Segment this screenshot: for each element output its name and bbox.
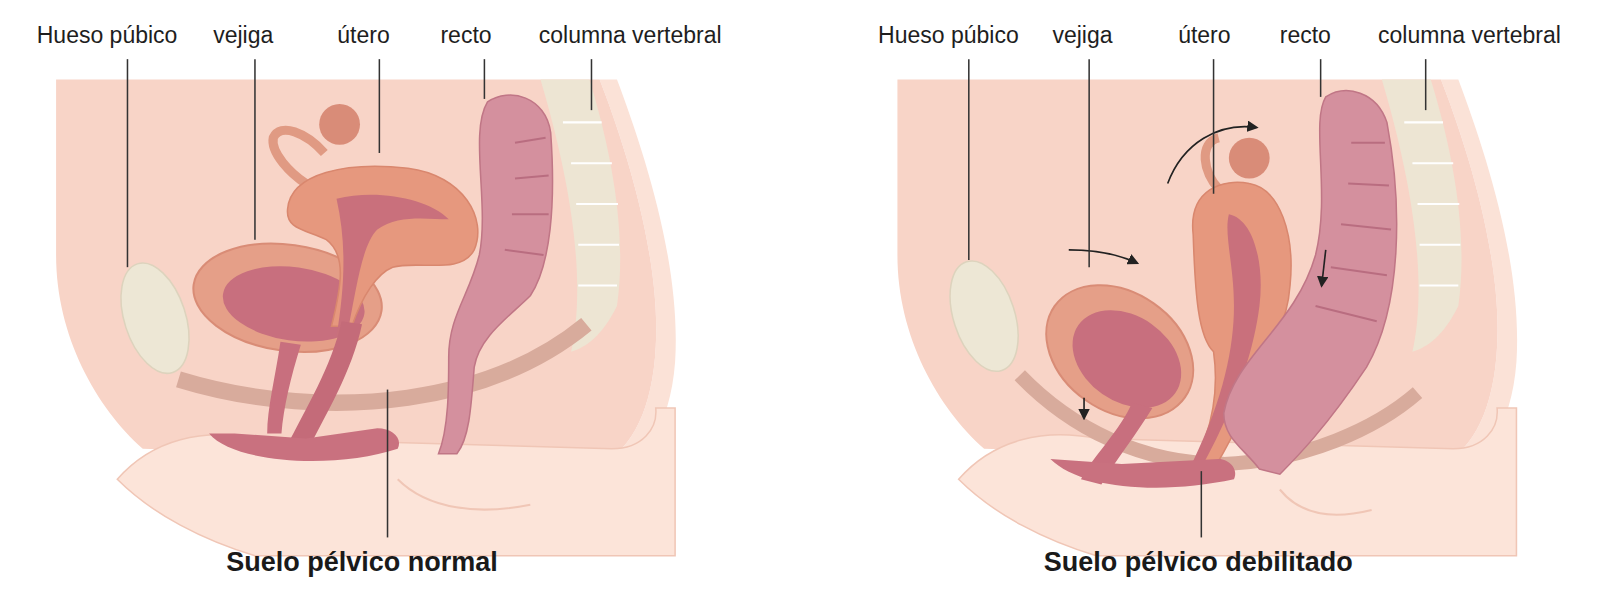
uterus-right — [1229, 138, 1270, 179]
caption-label: Suelo pélvico debilitado — [1044, 547, 1353, 578]
part-label: columna vertebral — [1378, 22, 1561, 48]
movement-arrow — [1069, 127, 1326, 418]
rectum-left — [439, 95, 553, 454]
caption-label: Suelo pélvico normal — [226, 547, 498, 578]
part-label: útero — [337, 22, 389, 48]
leader-line — [484, 59, 486, 99]
leader-line — [379, 59, 381, 153]
pubic-bone-left — [108, 254, 201, 382]
part-label: recto — [440, 22, 491, 48]
body-left — [398, 479, 531, 509]
uterus-left — [209, 428, 399, 461]
bladder-right — [1054, 290, 1200, 428]
rectum-left — [505, 138, 549, 255]
body-left — [56, 80, 676, 556]
uterus-left — [209, 104, 478, 461]
leader-line — [591, 59, 593, 110]
leader-line — [127, 59, 129, 267]
body-right — [1280, 490, 1372, 515]
uterus-right — [1050, 459, 1235, 488]
uterus-right — [1205, 138, 1218, 189]
rectum-right — [1224, 91, 1397, 474]
leader-line — [1425, 59, 1427, 110]
movement-arrow — [1069, 250, 1137, 263]
part-label: vejiga — [213, 22, 273, 48]
body-left — [563, 122, 619, 285]
rectum-right — [1224, 91, 1397, 474]
part-label: columna vertebral — [539, 22, 722, 48]
leader-line — [387, 390, 389, 538]
pubic-bone-right — [937, 252, 1030, 380]
bladder-right — [1021, 258, 1219, 446]
part-label: vejiga — [1052, 22, 1112, 48]
part-label: útero — [1178, 22, 1230, 48]
rectum-left — [439, 95, 553, 454]
leader-line — [968, 59, 970, 260]
uterus-left — [337, 195, 449, 337]
rectum-right — [1316, 143, 1391, 321]
part-label: Hueso púbico — [37, 22, 178, 48]
part-label: recto — [1280, 22, 1331, 48]
pubic-bone-left — [108, 254, 201, 382]
body-right — [897, 80, 1517, 556]
body-right — [1404, 122, 1460, 285]
leader-line — [1320, 59, 1322, 97]
bladder-left — [267, 342, 301, 434]
movement-arrow — [1083, 398, 1085, 418]
body-left — [540, 80, 620, 352]
movement-arrow — [1322, 250, 1326, 286]
body-left — [117, 408, 675, 556]
part-label: Hueso púbico — [878, 22, 1019, 48]
bladder-right — [1021, 258, 1219, 485]
leader-line — [1201, 471, 1203, 537]
pubic-bone-right — [937, 252, 1030, 380]
leader-line — [127, 59, 1425, 537]
movement-arrow — [1168, 127, 1257, 184]
uterus-left — [319, 104, 360, 145]
leader-line — [1088, 59, 1090, 267]
leader-line — [1213, 59, 1215, 194]
body-left — [56, 80, 656, 464]
uterus-left — [287, 166, 477, 326]
leader-line — [254, 59, 256, 240]
